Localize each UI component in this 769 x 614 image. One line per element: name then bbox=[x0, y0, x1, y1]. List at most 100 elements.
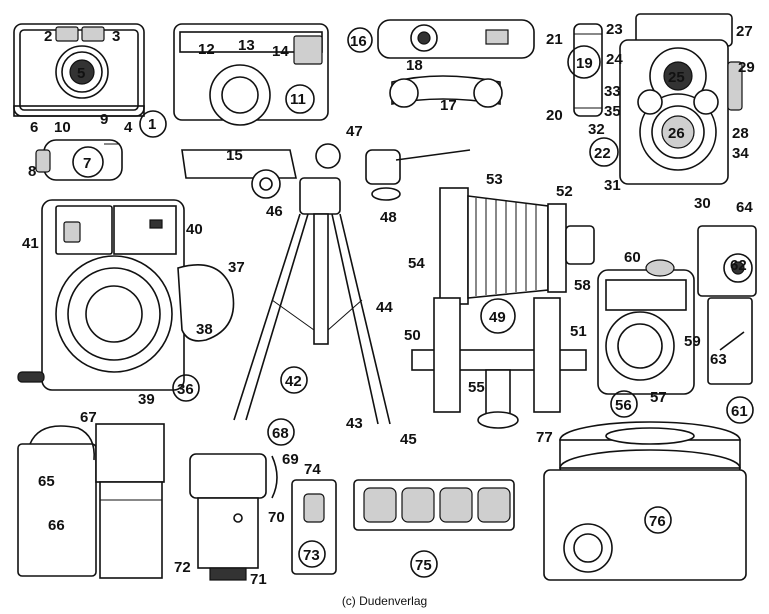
label-53: 53 bbox=[486, 171, 503, 188]
label-4: 4 bbox=[124, 119, 133, 136]
label-22: 22 bbox=[594, 145, 611, 162]
label-74: 74 bbox=[304, 461, 321, 478]
label-30: 30 bbox=[694, 195, 711, 212]
subminiature-camera bbox=[347, 19, 535, 108]
label-29: 29 bbox=[738, 59, 755, 76]
label-50: 50 bbox=[404, 327, 421, 344]
label-51: 51 bbox=[570, 323, 587, 340]
label-63: 63 bbox=[710, 351, 727, 368]
label-32: 32 bbox=[588, 121, 605, 138]
label-28: 28 bbox=[732, 125, 749, 142]
light-meter bbox=[597, 259, 695, 418]
label-52: 52 bbox=[556, 183, 573, 200]
label-43: 43 bbox=[346, 415, 363, 432]
label-76: 76 bbox=[649, 513, 666, 530]
label-19: 19 bbox=[576, 55, 593, 72]
illustration-canvas: 1 2 3 4 5 6 7 8 9 10 11 12 13 14 15 16 1… bbox=[13, 13, 757, 588]
label-57: 57 bbox=[650, 389, 667, 406]
item-number-circle bbox=[139, 110, 167, 138]
label-60: 60 bbox=[624, 249, 641, 266]
label-45: 45 bbox=[400, 431, 417, 448]
label-42: 42 bbox=[285, 373, 302, 390]
label-61: 61 bbox=[731, 403, 748, 420]
label-25: 25 bbox=[668, 69, 685, 86]
label-8: 8 bbox=[28, 163, 36, 180]
film-roll bbox=[567, 23, 603, 117]
label-26: 26 bbox=[668, 125, 685, 142]
label-72: 72 bbox=[174, 559, 191, 576]
pan-tilt-head bbox=[365, 149, 471, 201]
label-77: 77 bbox=[536, 429, 553, 446]
label-34: 34 bbox=[732, 145, 749, 162]
label-10: 10 bbox=[54, 119, 71, 136]
label-15: 15 bbox=[226, 147, 243, 164]
label-64: 64 bbox=[736, 199, 753, 216]
label-75: 75 bbox=[415, 557, 432, 574]
label-71: 71 bbox=[250, 571, 267, 588]
label-40: 40 bbox=[186, 221, 203, 238]
label-12: 12 bbox=[198, 41, 215, 58]
flash-bar bbox=[353, 479, 515, 578]
label-16: 16 bbox=[350, 33, 367, 50]
label-7: 7 bbox=[83, 155, 91, 172]
label-18: 18 bbox=[406, 57, 423, 74]
electronic-flash bbox=[189, 418, 295, 581]
item-number-labels: 1 2 3 4 5 6 7 8 9 10 11 12 13 14 15 16 1… bbox=[22, 21, 755, 588]
label-37: 37 bbox=[228, 259, 245, 276]
copyright-credit: (c) Dudenverlag bbox=[341, 594, 428, 608]
label-20: 20 bbox=[546, 107, 563, 124]
label-24: 24 bbox=[606, 51, 623, 68]
label-67: 67 bbox=[80, 409, 97, 426]
label-73: 73 bbox=[303, 547, 320, 564]
compact-camera bbox=[13, 23, 167, 138]
flash-cube bbox=[291, 479, 337, 575]
label-56: 56 bbox=[615, 397, 632, 414]
label-44: 44 bbox=[376, 299, 393, 316]
label-69: 69 bbox=[282, 451, 299, 468]
label-13: 13 bbox=[238, 37, 255, 54]
label-33: 33 bbox=[604, 83, 621, 100]
label-65: 65 bbox=[38, 473, 55, 490]
label-1: 1 bbox=[148, 116, 156, 133]
label-62: 62 bbox=[730, 257, 747, 274]
label-9: 9 bbox=[100, 111, 108, 128]
flash-unit bbox=[697, 225, 757, 424]
tripod bbox=[233, 143, 391, 425]
label-2: 2 bbox=[44, 28, 52, 45]
label-14: 14 bbox=[272, 43, 289, 60]
label-5: 5 bbox=[77, 65, 85, 82]
label-36: 36 bbox=[177, 381, 194, 398]
label-55: 55 bbox=[468, 379, 485, 396]
film-cartridge bbox=[181, 149, 297, 199]
label-35: 35 bbox=[604, 103, 621, 120]
film-spool bbox=[35, 139, 123, 181]
label-38: 38 bbox=[196, 321, 213, 338]
label-70: 70 bbox=[268, 509, 285, 526]
label-47: 47 bbox=[346, 123, 363, 140]
label-21: 21 bbox=[546, 31, 563, 48]
pocket-camera bbox=[173, 23, 329, 126]
label-27: 27 bbox=[736, 23, 753, 40]
label-58: 58 bbox=[574, 277, 591, 294]
label-11: 11 bbox=[290, 91, 306, 108]
label-3: 3 bbox=[112, 28, 120, 45]
label-66: 66 bbox=[48, 517, 65, 534]
label-31: 31 bbox=[604, 177, 621, 194]
label-17: 17 bbox=[440, 97, 457, 114]
label-39: 39 bbox=[138, 391, 155, 408]
label-41: 41 bbox=[22, 235, 39, 252]
label-54: 54 bbox=[408, 255, 425, 272]
label-48: 48 bbox=[380, 209, 397, 226]
bellows-camera bbox=[411, 187, 595, 429]
label-23: 23 bbox=[606, 21, 623, 38]
label-49: 49 bbox=[489, 309, 506, 326]
label-59: 59 bbox=[684, 333, 701, 350]
twin-lens-reflex-camera bbox=[589, 13, 743, 185]
instant-camera bbox=[17, 199, 235, 402]
label-68: 68 bbox=[272, 425, 289, 442]
battery-flash-pack bbox=[17, 423, 165, 579]
label-6: 6 bbox=[30, 119, 38, 136]
slide-projector bbox=[543, 421, 747, 581]
label-46: 46 bbox=[266, 203, 283, 220]
